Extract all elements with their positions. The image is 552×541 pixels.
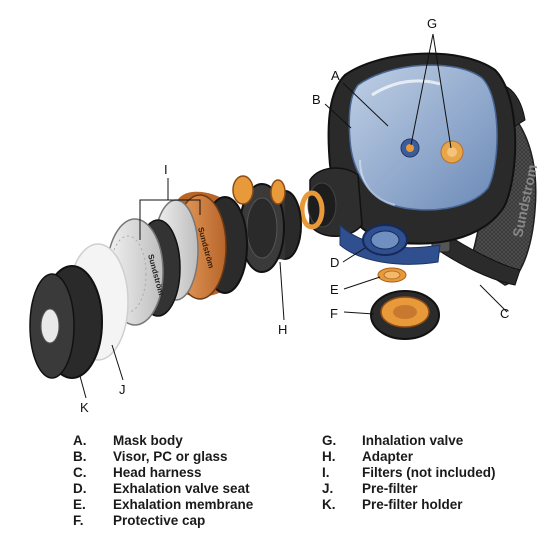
callout-f: F — [330, 306, 338, 321]
legend-label: Head harness — [113, 465, 202, 480]
legend-key: H. — [322, 449, 336, 464]
legend-label: Protective cap — [113, 513, 206, 528]
legend-key: C. — [73, 465, 87, 480]
inhalation-valve-left — [400, 138, 420, 158]
legend-item-k: K. Pre-filter holder — [322, 497, 496, 513]
callout-h: H — [278, 322, 287, 337]
legend-item-e: E. Exhalation membrane — [73, 497, 253, 513]
leader-lines — [79, 33, 508, 399]
legend-key: K. — [322, 497, 336, 512]
legend-label: Pre-filter holder — [362, 497, 463, 512]
legend-key: F. — [73, 513, 84, 528]
pre-filter-holder — [29, 265, 103, 379]
legend-label: Pre-filter — [362, 481, 418, 496]
legend-item-f: F. Protective cap — [73, 513, 253, 529]
legend-item-c: C. Head harness — [73, 465, 253, 481]
callout-e: E — [330, 282, 339, 297]
legend-key: G. — [322, 433, 337, 448]
adapter — [232, 175, 302, 273]
inhalation-valve-right — [440, 140, 464, 164]
callout-a: A — [331, 68, 340, 83]
protective-cap — [370, 290, 440, 340]
exhalation-membrane — [377, 267, 407, 283]
callout-g: G — [427, 16, 437, 31]
legend-label: Visor, PC or glass — [113, 449, 228, 464]
gas-filter: Sundström — [153, 191, 248, 301]
callout-c: C — [500, 306, 509, 321]
legend-label: Adapter — [362, 449, 414, 464]
legend-key: I. — [322, 465, 330, 480]
legend-key: A. — [73, 433, 87, 448]
legend-key: B. — [73, 449, 87, 464]
callout-i: I — [164, 162, 168, 177]
legend-left: A. Mask body B. Visor, PC or glass C. Head … — [73, 433, 253, 529]
legend-key: J. — [322, 481, 334, 496]
legend-right: G. Inhalation valve H. Adapter I. Filters (… — [322, 433, 496, 513]
exhalation-valve-seat — [362, 224, 408, 256]
visor — [348, 64, 498, 211]
legend-label: Inhalation valve — [362, 433, 464, 448]
legend-item-a: A. Mask body — [73, 433, 253, 449]
legend-item-d: D. Exhalation valve seat — [73, 481, 253, 497]
legend-key: D. — [73, 481, 87, 496]
legend-label: Exhalation membrane — [113, 497, 254, 512]
exploded-diagram: Sundstrom — [29, 16, 540, 415]
legend-label: Exhalation valve seat — [113, 481, 250, 496]
legend-label: Mask body — [113, 433, 183, 448]
callout-d: D — [330, 255, 339, 270]
legend-item-j: J. Pre-filter — [322, 481, 496, 497]
legend-key: E. — [73, 497, 86, 512]
callout-j: J — [119, 382, 126, 397]
legend-label: Filters (not included) — [362, 465, 496, 480]
legend-item-b: B. Visor, PC or glass — [73, 449, 253, 465]
callout-b: B — [312, 92, 321, 107]
legend-item-i: I. Filters (not included) — [322, 465, 496, 481]
callout-k: K — [80, 400, 89, 415]
legend-item-g: G. Inhalation valve — [322, 433, 496, 449]
legend-item-h: H. Adapter — [322, 449, 496, 465]
port-gasket — [299, 190, 325, 230]
